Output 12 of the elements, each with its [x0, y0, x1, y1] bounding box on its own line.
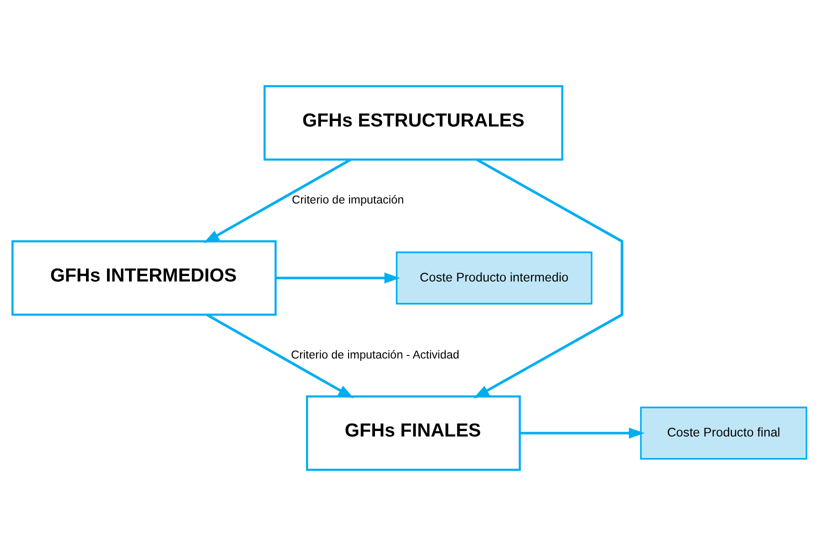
- arrow: [473, 158, 624, 398]
- arrow: [204, 158, 352, 244]
- edge-label: Criterio de imputación - Actividad: [290, 349, 460, 362]
- arrow: [276, 272, 400, 284]
- edge-label: Criterio de imputación: [292, 194, 404, 206]
- node-box: GFHs INTERMEDIOS: [11, 240, 277, 316]
- arrow: [206, 314, 354, 398]
- node-box: Coste Producto intermedio: [396, 252, 592, 304]
- arrow: [520, 428, 645, 439]
- node-box: GFHs ESTRUCTURALES: [264, 85, 564, 161]
- node-box: Coste Producto final: [640, 406, 808, 460]
- node-box: GFHs FINALES: [306, 395, 521, 471]
